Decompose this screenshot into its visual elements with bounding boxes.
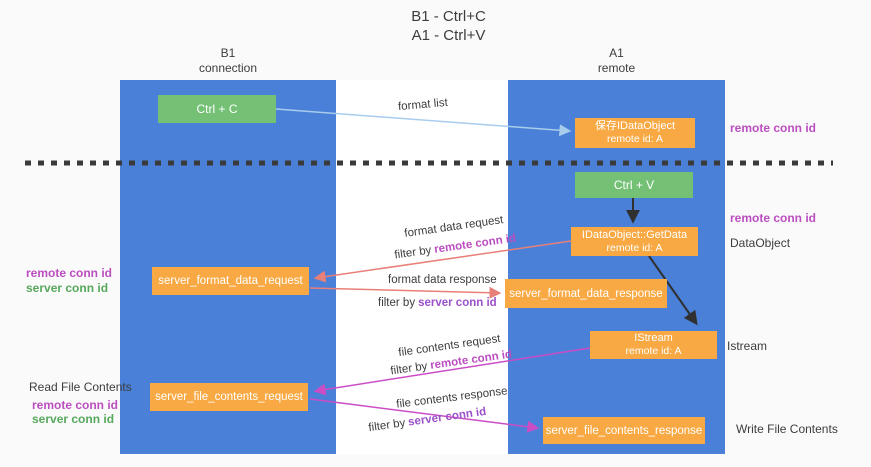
- node-format-request-label: server_format_data_request: [158, 275, 303, 287]
- node-ctrl-c: Ctrl + C: [158, 95, 276, 123]
- left-column-name: B1: [220, 46, 236, 60]
- istream-label: Istream: [727, 339, 768, 353]
- node-istream-line2: remote id: A: [625, 345, 682, 357]
- write-file-contents-label: Write File Contents: [736, 422, 838, 436]
- node-format-response-label: server_format_data_response: [509, 287, 663, 300]
- diagram-title: B1 - Ctrl+C A1 - Ctrl+V: [0, 7, 871, 45]
- node-ctrl-v-label: Ctrl + V: [613, 178, 655, 192]
- node-getdata-line1: IDataObject::GetData: [581, 228, 688, 241]
- node-saved-idataobject: 保存IDataObject remote id: A: [575, 118, 695, 148]
- dataobject-label: DataObject: [730, 236, 791, 250]
- node-ctrl-c-label: Ctrl + C: [196, 102, 238, 116]
- left-column-role: connection: [198, 61, 258, 75]
- right-remote-conn-id-label-2: remote conn id: [730, 211, 817, 225]
- right-column-header: A1 remote: [508, 46, 725, 76]
- left-server-conn-id-label: server conn id: [26, 281, 109, 295]
- node-server-format-data-response: server_format_data_response: [505, 279, 667, 308]
- right-column-name: A1: [609, 46, 624, 60]
- left-server-conn-id-label-2: server conn id: [32, 412, 115, 426]
- left-remote-conn-id-label: remote conn id: [26, 266, 113, 280]
- node-istream: IStream remote id: A: [590, 331, 717, 359]
- node-server-file-contents-request: server_file_contents_request: [150, 383, 308, 411]
- filter-by-text: filter by: [378, 297, 416, 309]
- node-file-request-label: server_file_contents_request: [155, 391, 303, 403]
- server-conn-id-text: server conn id: [418, 297, 497, 309]
- title-line-2: A1 - Ctrl+V: [411, 27, 486, 44]
- right-remote-conn-id-label-1: remote conn id: [730, 121, 817, 135]
- node-server-format-data-request: server_format_data_request: [152, 267, 309, 295]
- left-remote-conn-id-label-2: remote conn id: [32, 398, 119, 412]
- node-file-response-label: server_file_contents_response: [545, 424, 703, 437]
- node-istream-line1: IStream: [634, 332, 673, 344]
- node-getdata-line2: remote id: A: [606, 241, 663, 254]
- node-saved-idataobject-line1: 保存IDataObject: [594, 120, 676, 132]
- right-column-role: remote: [597, 61, 636, 75]
- node-server-file-contents-response: server_file_contents_response: [543, 417, 705, 444]
- read-file-contents-label: Read File Contents: [29, 380, 132, 394]
- node-saved-idataobject-line2: remote id: A: [606, 133, 664, 145]
- left-column-header: B1 connection: [120, 46, 336, 76]
- title-line-1: B1 - Ctrl+C: [411, 8, 486, 25]
- node-idataobject-getdata: IDataObject::GetData remote id: A: [571, 227, 698, 256]
- label-format-data-response: format data response: [388, 274, 497, 286]
- node-ctrl-v: Ctrl + V: [575, 172, 693, 198]
